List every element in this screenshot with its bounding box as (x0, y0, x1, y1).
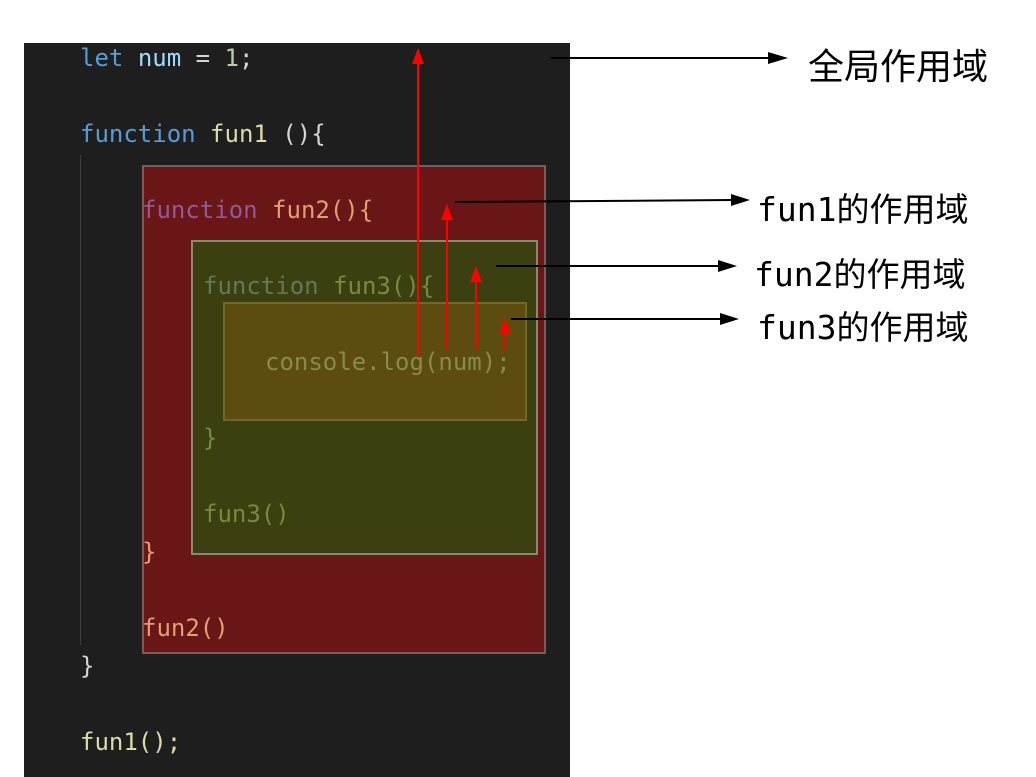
label-fun2-scope: fun2的作用域 (754, 255, 966, 294)
number-literal: 1 (224, 44, 239, 72)
pointer-arrow-fun3 (511, 313, 739, 325)
lookup-arrow-fun1 (441, 204, 453, 350)
code-line-close-fun2: } (142, 538, 157, 566)
semicolon: ; (238, 44, 254, 72)
label-fun3-scope: fun3的作用域 (757, 308, 969, 347)
code-line-close-fun1: } (80, 652, 95, 680)
pointer-arrow-fun2 (496, 260, 737, 272)
keyword-function: function (142, 196, 258, 224)
label-global-scope: 全局作用域 (808, 47, 989, 88)
paren-brace: (){ (267, 120, 326, 148)
variable-num: num (137, 44, 182, 72)
code-line-call-fun2: fun2() (142, 614, 229, 642)
lookup-arrow-fun2 (470, 266, 482, 350)
paren-brace: (){ (390, 272, 435, 300)
code-line-fun1-decl: function fun1 (){ (80, 119, 326, 149)
code-line-fun2-decl: function fun2(){ (142, 195, 373, 225)
code-line-call-fun3: fun3() (203, 500, 290, 528)
code-line-close-fun3: } (203, 424, 218, 452)
code-line-let: let num = 1; (80, 43, 253, 73)
paren-brace: (){ (329, 196, 374, 224)
label-fun1-scope: fun1的作用域 (757, 190, 969, 229)
code-line-console-log: console.log(num); (265, 348, 511, 376)
assign-operator: = (181, 44, 225, 72)
indent-guide (80, 155, 81, 645)
keyword-function: function (80, 120, 196, 148)
lookup-arrow-global (412, 48, 424, 356)
keyword-let: let (80, 44, 124, 72)
function-name-fun3: fun3 (333, 272, 391, 300)
lookup-arrow-fun3 (499, 318, 511, 350)
function-name-fun1: fun1 (210, 120, 268, 148)
code-line-fun3-decl: function fun3(){ (203, 271, 434, 301)
code-line-call-fun1: fun1(); (80, 728, 182, 756)
pointer-arrow-fun1 (454, 194, 750, 206)
pointer-arrow-global (551, 52, 788, 64)
function-name-fun2: fun2 (272, 196, 330, 224)
keyword-function: function (203, 272, 319, 300)
